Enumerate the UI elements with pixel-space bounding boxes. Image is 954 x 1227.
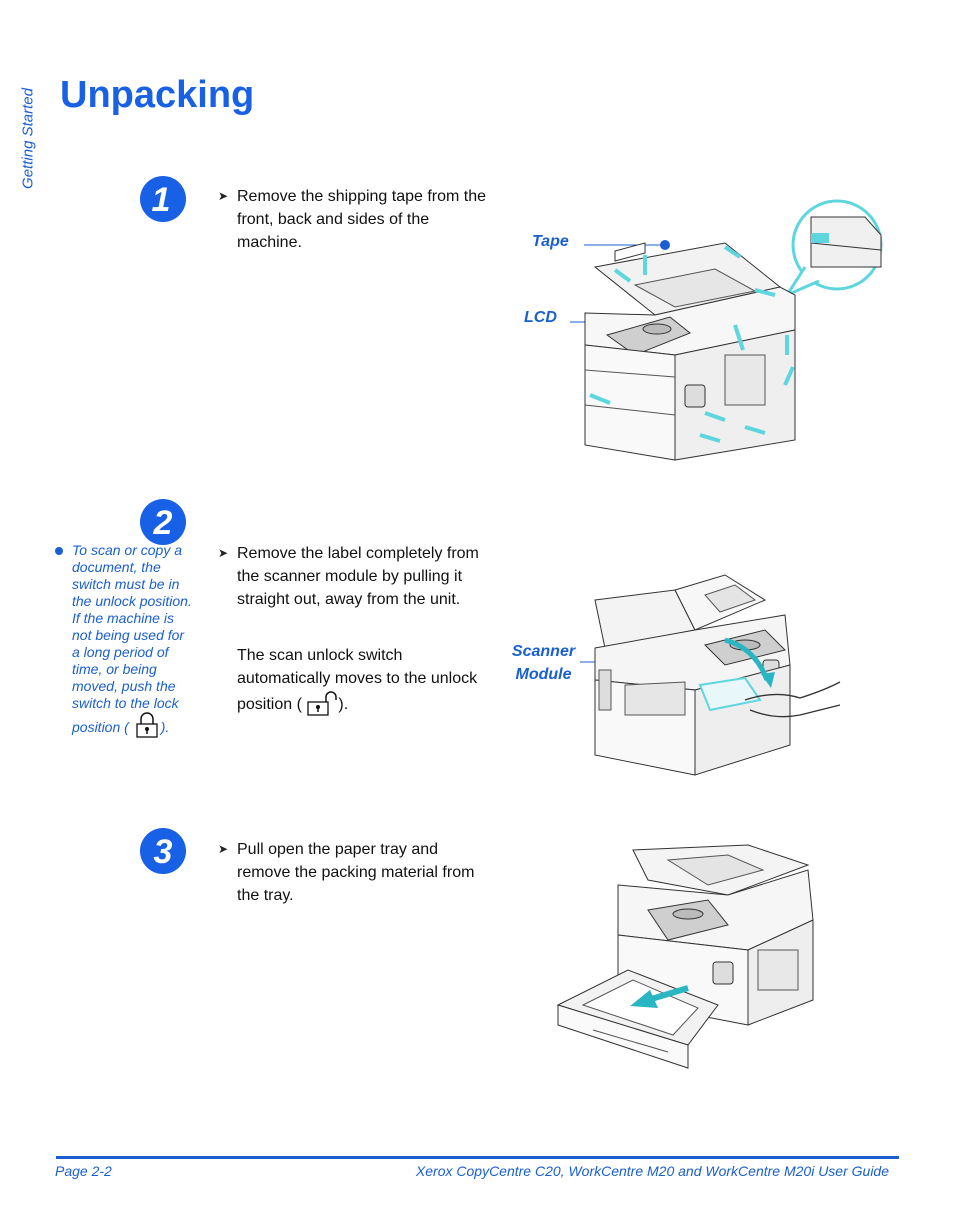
- callout-scanner-module: Scanner Module: [511, 643, 576, 683]
- step-2-text: Remove the label completely from the sca…: [237, 545, 479, 608]
- lock-note-text: To scan or copy a document, the switch m…: [72, 542, 192, 735]
- step-3-badge: 3: [140, 828, 186, 874]
- bullet-arrow-icon: ➤: [218, 546, 229, 560]
- step-2-number: 2: [153, 504, 173, 542]
- unlock-icon: [307, 691, 338, 716]
- bullet-arrow-icon: ➤: [218, 189, 229, 203]
- machine-illustration-2: [580, 574, 841, 776]
- callout-tape: Tape: [532, 233, 569, 250]
- bullet-arrow-icon: ➤: [218, 842, 229, 856]
- page-title: Unpacking: [60, 74, 255, 116]
- step-3-instruction: ➤ Pull open the paper tray and remove th…: [218, 838, 492, 907]
- step-1-instruction: ➤ Remove the shipping tape from the fron…: [218, 185, 487, 254]
- lock-icon: [136, 712, 158, 738]
- side-tab: Getting Started: [6, 82, 50, 212]
- footer-guide-title: Xerox CopyCentre C20, WorkCentre M20 and…: [415, 1163, 889, 1179]
- side-tab-label: Getting Started: [19, 88, 37, 189]
- footer-rule: [56, 1156, 899, 1159]
- machine-illustration-1: [570, 199, 883, 461]
- machine-illustration-3: [556, 844, 814, 1069]
- step-1-text: Remove the shipping tape from the front,…: [237, 188, 487, 251]
- step-2-unlock-paragraph: The scan unlock switch automatically mov…: [237, 644, 492, 716]
- step-2-badge: 2: [140, 499, 186, 545]
- unlock-text: The scan unlock switch automatically mov…: [237, 647, 478, 713]
- footer-page-number: Page 2-2: [55, 1163, 112, 1179]
- unlock-text-end: ).: [338, 696, 349, 713]
- step-1-number: 1: [152, 181, 171, 219]
- step-1-badge: 1: [140, 176, 186, 222]
- step-3-number: 3: [154, 833, 173, 871]
- step-2-instruction: ➤ Remove the label completely from the s…: [218, 542, 487, 611]
- step-3-text: Pull open the paper tray and remove the …: [237, 841, 475, 904]
- note-bullet-icon: [55, 547, 63, 555]
- lock-note: To scan or copy a document, the switch m…: [72, 542, 192, 738]
- lock-note-end: ).: [160, 719, 170, 735]
- callout-lcd: LCD: [524, 309, 557, 326]
